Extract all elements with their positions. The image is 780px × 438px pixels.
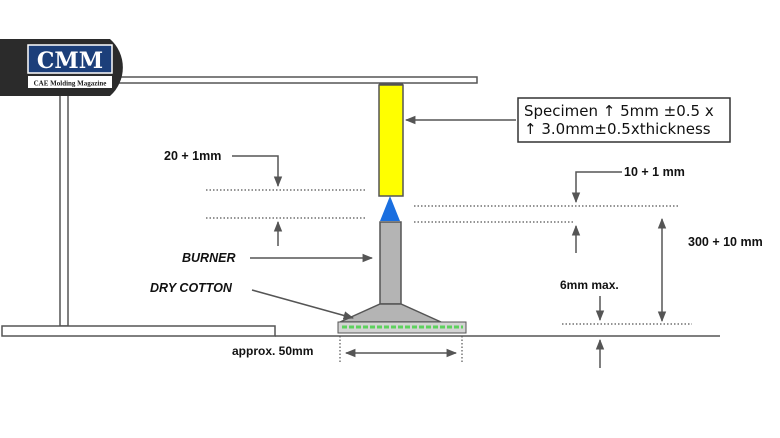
cotton-width-label: approx. 50mm xyxy=(232,344,313,358)
top-bar xyxy=(59,76,478,84)
height-label: 300 + 10 mm xyxy=(688,235,763,249)
cotton-thickness-label: 6mm max. xyxy=(560,278,619,292)
clamp xyxy=(379,83,403,85)
gap-left-top-arrow xyxy=(232,155,283,188)
burner-base xyxy=(339,303,442,323)
cotton-label-arrow xyxy=(251,289,355,320)
gap-label-right: 10 + 1 mm xyxy=(624,165,685,179)
gap-right-top-arrow xyxy=(571,171,622,204)
cotton-label: DRY COTTON xyxy=(150,281,233,295)
specimen xyxy=(378,84,404,197)
cmm-logo: CMM CAE Molding Magazine xyxy=(0,39,123,96)
burner-label: BURNER xyxy=(182,251,235,265)
logo-title: CMM xyxy=(37,48,103,74)
logo-subtitle: CAE Molding Magazine xyxy=(34,80,107,88)
gap-label-left: 20 + 1mm xyxy=(164,149,221,163)
flame xyxy=(380,196,400,221)
specimen-label-line1: Specimen ↑ 5mm ±0.5 x xyxy=(524,102,714,120)
stand-post xyxy=(59,82,69,327)
burner-tube xyxy=(379,221,402,305)
stand-base xyxy=(1,325,276,337)
specimen-label-box xyxy=(517,97,731,143)
specimen-label-line2: ↑ 3.0mm±0.5xthickness xyxy=(524,120,711,138)
